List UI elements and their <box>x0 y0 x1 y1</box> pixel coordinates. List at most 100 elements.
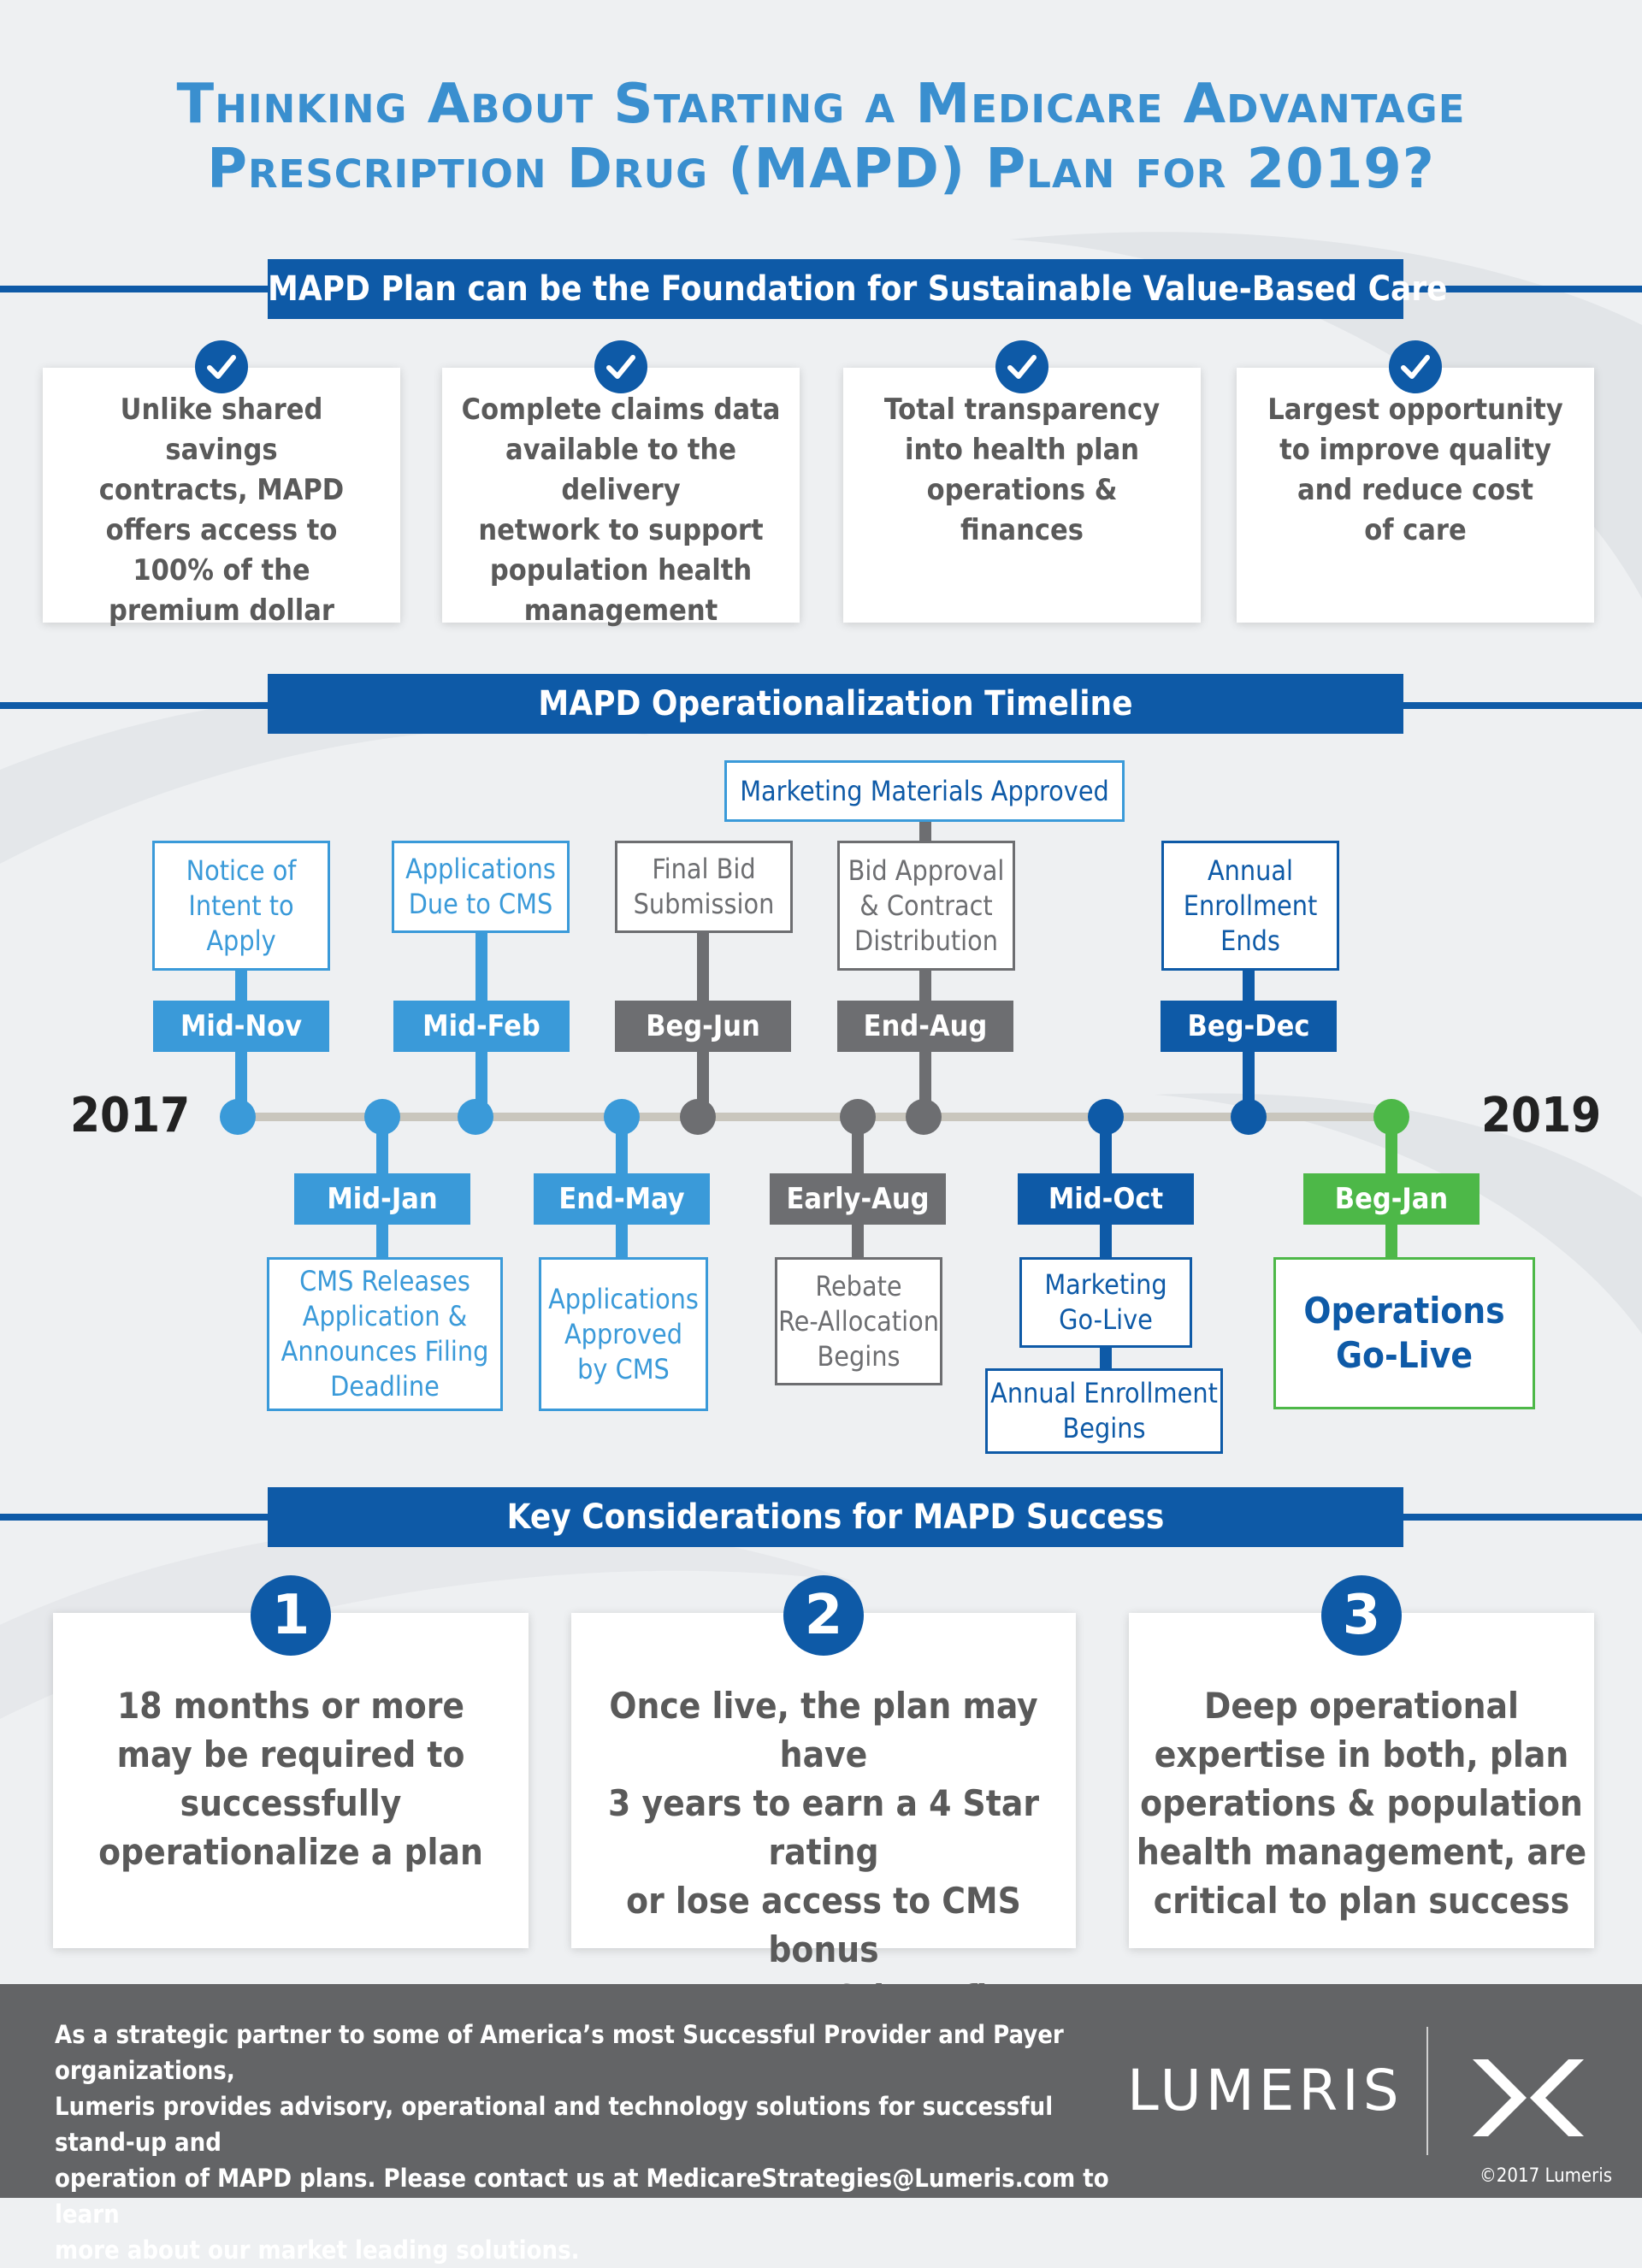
event-label-line: Rebate <box>815 1269 902 1302</box>
timeline-end-year: 2019 <box>1481 1088 1602 1143</box>
benefit-card-line: into health plan <box>904 433 1140 467</box>
footer-line: Lumeris provides advisory, operational a… <box>55 2092 1054 2157</box>
benefit-card-line: Unlike shared savings <box>120 393 323 467</box>
page-title: Thinking About Starting a Medicare Advan… <box>0 72 1642 202</box>
consideration-line: operations & population <box>1140 1782 1583 1824</box>
timeline-dot <box>840 1099 876 1135</box>
timeline-dot <box>604 1099 640 1135</box>
event-date-tag: End-Aug <box>837 1001 1013 1052</box>
benefit-card-line: available to the delivery <box>505 433 736 507</box>
event-label-line: Bid Approval <box>848 853 1005 887</box>
event-label-line: Application & <box>302 1300 468 1332</box>
title-line-2: Prescription Drug (MAPD) Plan for 2019? <box>207 138 1435 201</box>
timeline-heading: MAPD Operationalization Timeline <box>268 674 1403 734</box>
event-label-line: by CMS <box>577 1352 670 1385</box>
event-label-line: Distribution <box>854 924 998 957</box>
timeline-dot <box>906 1099 942 1135</box>
consideration-line: operationalize a plan <box>98 1831 483 1873</box>
consideration-line: successfully <box>180 1782 402 1824</box>
benefit-card-line: population health <box>489 553 753 588</box>
timeline-dot <box>364 1099 400 1135</box>
benefit-card: Total transparency into health plan operat… <box>843 368 1201 623</box>
event-label-line: Apply <box>206 924 276 957</box>
timeline-start-year: 2017 <box>70 1088 191 1143</box>
benefit-card-line: premium dollar <box>109 594 334 628</box>
event-label-line: Submission <box>633 888 775 920</box>
benefit-card-line: Complete claims data <box>461 393 781 427</box>
event-label-line: Re-Allocation <box>778 1304 939 1338</box>
benefit-card-line: Total transparency <box>883 393 1161 427</box>
footer-line: more about our market leading solutions. <box>55 2236 580 2265</box>
foundation-heading: MAPD Plan can be the Foundation for Sust… <box>268 259 1447 319</box>
timeline-axis <box>238 1113 1392 1121</box>
event-label-line: Final Bid <box>652 853 756 885</box>
consideration-number: 2 <box>783 1575 864 1656</box>
checkmark-icon <box>1389 340 1442 393</box>
copyright: ©2017 Lumeris <box>1480 2165 1613 2187</box>
benefit-card-line: of care <box>1364 513 1467 547</box>
event-label-line: Go-Live <box>1336 1334 1473 1376</box>
event-label-line: Operations <box>1303 1290 1505 1332</box>
timeline-dot <box>1373 1099 1409 1135</box>
consideration-line: health management, are <box>1136 1831 1587 1873</box>
benefit-card-line: finances <box>960 513 1084 547</box>
event-label-line: Begins <box>1062 1412 1146 1444</box>
benefit-card: Complete claims data available to the del… <box>442 368 800 628</box>
event-date-tag: Mid-Oct <box>1018 1173 1194 1225</box>
event-label-line: Annual <box>1207 853 1294 887</box>
timeline-dot <box>220 1099 256 1135</box>
footer-line: operation of MAPD plans. Please contact … <box>55 2164 1109 2229</box>
consideration-line: Once live, the plan may have <box>609 1685 1038 1775</box>
benefit-card-line: operations & <box>926 473 1118 507</box>
consideration-line: critical to plan success <box>1153 1880 1570 1922</box>
event-label-line: CMS Releases <box>299 1265 470 1297</box>
consideration-line: 3 years to earn a 4 Star rating <box>608 1782 1039 1873</box>
consideration-line: expertise in both, plan <box>1154 1733 1569 1775</box>
considerations-heading: Key Considerations for MAPD Success <box>268 1487 1403 1547</box>
footer-line: As a strategic partner to some of Americ… <box>55 2020 1064 2085</box>
event-label-line: Notice of <box>186 853 297 887</box>
event-label-line: Marketing <box>1044 1268 1167 1301</box>
benefit-card-line: Largest opportunity <box>1267 393 1563 427</box>
timeline-dot <box>1088 1099 1124 1135</box>
event-label-line: Applications <box>405 853 556 885</box>
event-label-line: Ends <box>1220 924 1280 957</box>
event-date-tag: Beg-Jun <box>615 1001 791 1052</box>
background-swoosh <box>1009 232 1642 1334</box>
event-connector <box>1100 1348 1112 1368</box>
event-label-line: Due to CMS <box>408 888 553 920</box>
footer-text: As a strategic partner to some of Americ… <box>55 2017 1115 2268</box>
event-date-tag: Mid-Jan <box>294 1173 470 1225</box>
event-date-tag: End-May <box>534 1173 710 1225</box>
benefit-card-line: contracts, MAPD <box>98 473 345 507</box>
timeline-dot <box>458 1099 493 1135</box>
checkmark-icon <box>594 340 647 393</box>
benefit-card-line: to improve quality <box>1279 433 1551 467</box>
checkmark-icon <box>995 340 1048 393</box>
consideration-number: 1 <box>251 1575 331 1656</box>
consideration-number: 3 <box>1321 1575 1402 1656</box>
event-date-tag: Beg-Jan <box>1303 1173 1480 1225</box>
